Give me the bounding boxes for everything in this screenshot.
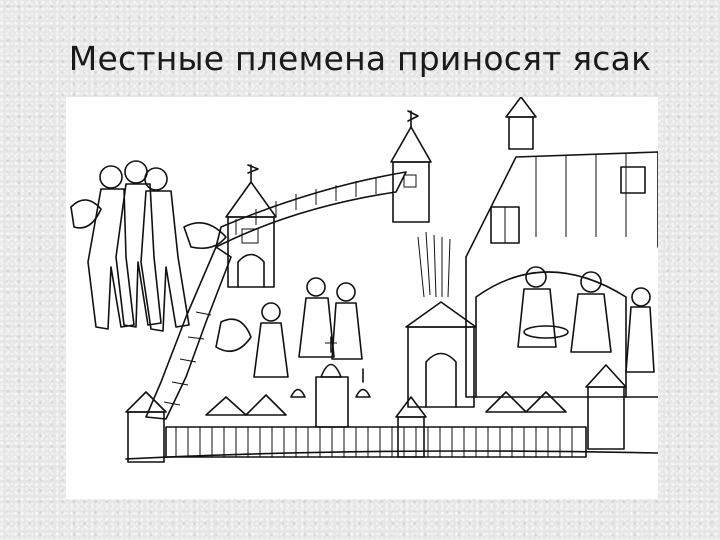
left-gate-tower <box>225 164 277 288</box>
voivode-house <box>465 151 658 398</box>
gatehouse <box>405 301 477 408</box>
ground-line <box>125 450 658 460</box>
spears <box>417 231 451 298</box>
slide-title: Местные племена приносят ясак <box>68 39 652 78</box>
fortress-wall <box>125 364 627 463</box>
tribute-bearers <box>70 160 227 332</box>
small-houses <box>205 391 567 416</box>
church <box>290 336 371 428</box>
diagonal-wall <box>145 171 407 420</box>
center-tower <box>390 97 537 223</box>
engraving-illustration <box>66 97 658 499</box>
engraving-drawing <box>70 97 658 463</box>
center-figures <box>215 277 363 378</box>
